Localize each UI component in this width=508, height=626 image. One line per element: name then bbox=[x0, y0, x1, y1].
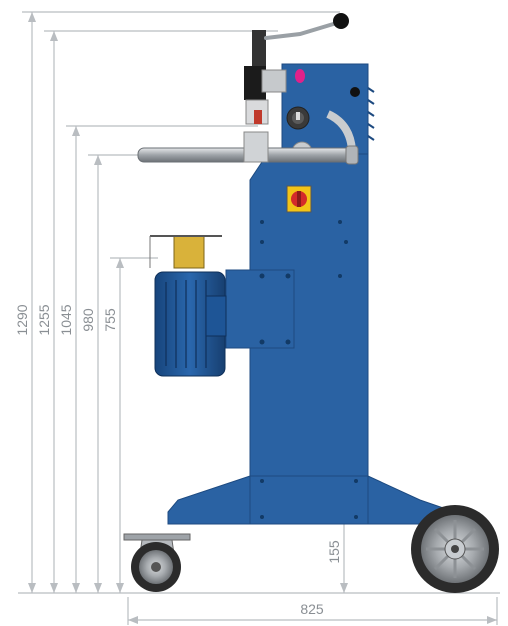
head-knob-icon bbox=[350, 87, 360, 97]
clamp-block bbox=[244, 66, 266, 100]
dim-label-825: 825 bbox=[300, 601, 324, 617]
motor-mount-plate bbox=[225, 269, 295, 349]
dim-label-1255: 1255 bbox=[36, 304, 52, 335]
dimension-labels: 1290 1255 1045 980 755 155 825 bbox=[14, 304, 342, 617]
machine bbox=[123, 13, 499, 593]
motor-bracket bbox=[173, 235, 205, 269]
base-foot bbox=[167, 475, 459, 525]
dim-label-1290: 1290 bbox=[14, 304, 30, 335]
dim-label-1045: 1045 bbox=[58, 304, 74, 335]
caster-plate bbox=[123, 533, 191, 541]
dim-label-980: 980 bbox=[80, 308, 96, 332]
lever-knob-icon bbox=[333, 13, 349, 29]
indicator-light-icon bbox=[295, 69, 305, 83]
dim-label-155: 155 bbox=[326, 540, 342, 564]
clamp-post bbox=[252, 30, 266, 70]
dim-label-755: 755 bbox=[102, 308, 118, 332]
lever-arm bbox=[264, 20, 342, 40]
